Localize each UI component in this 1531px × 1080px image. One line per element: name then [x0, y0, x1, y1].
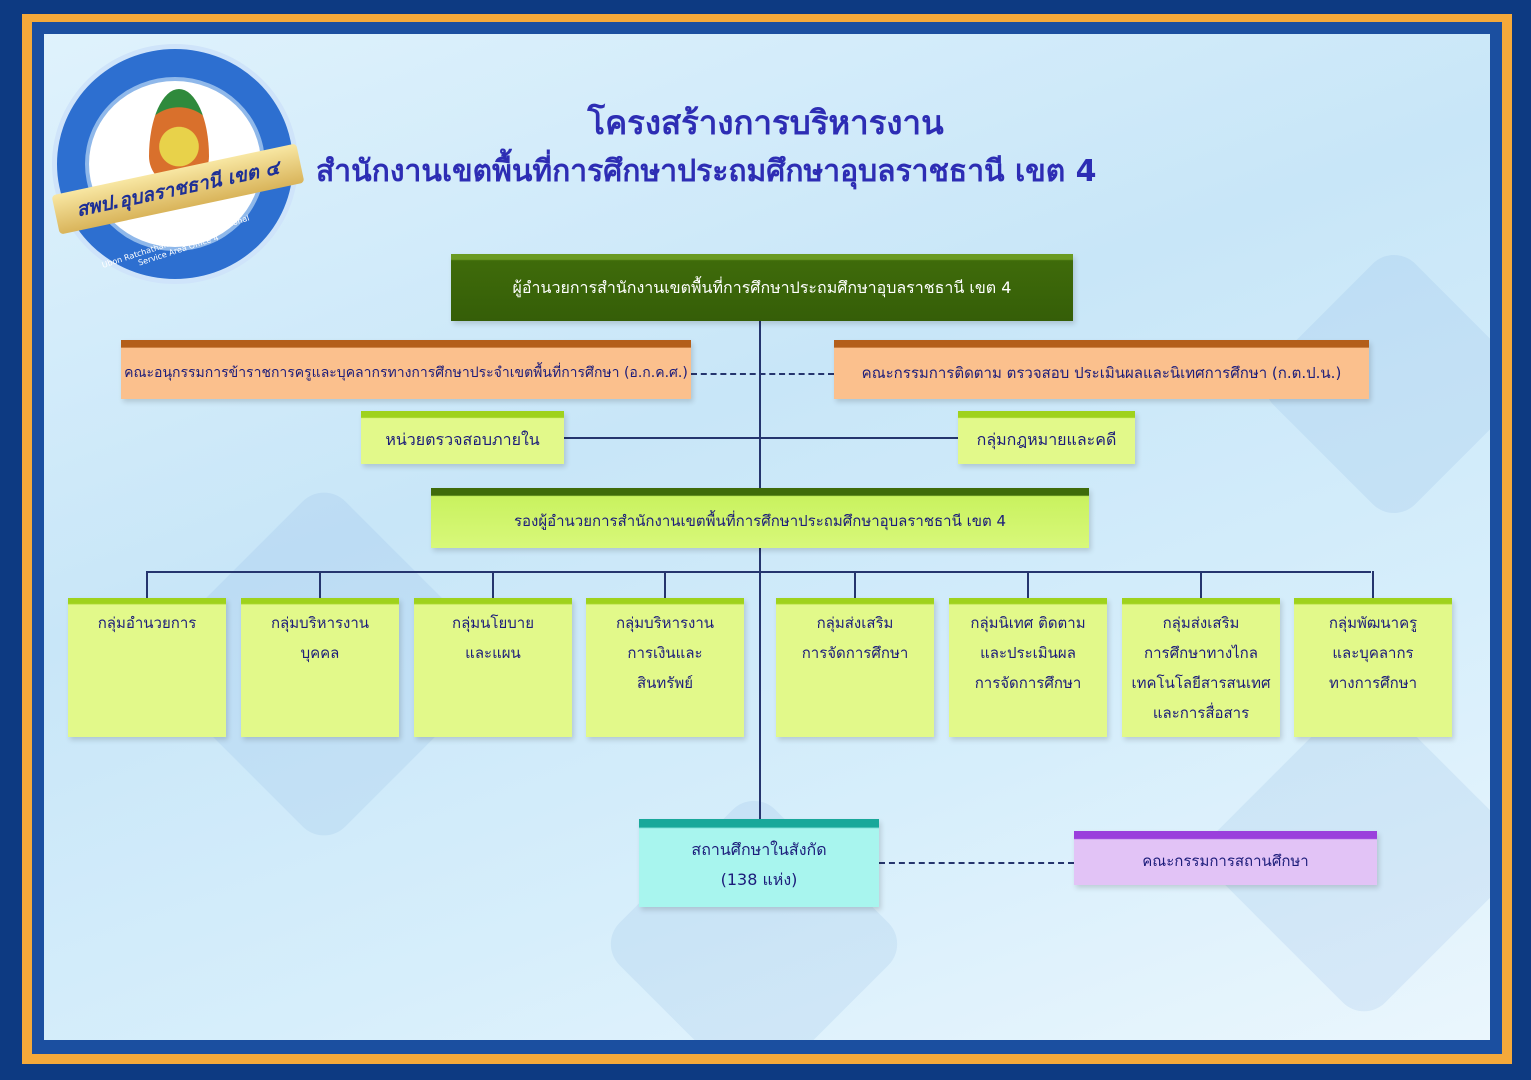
group-label-line: ทางการศึกษา: [1328, 674, 1418, 692]
schools-count: (138 แห่ง): [720, 870, 798, 889]
schools-label: สถานศึกษาในสังกัด: [691, 840, 827, 859]
group-drop-line: [492, 571, 494, 599]
group-label-line: และบุคลากร: [1332, 644, 1414, 662]
group-label-line: การจัดการศึกษา: [801, 644, 909, 662]
group-drop-line: [146, 571, 148, 599]
group-box: กลุ่มนโยบายและแผน: [414, 598, 572, 737]
group-label-line: กลุ่มนิเทศ ติดตาม: [970, 614, 1086, 632]
group-box: กลุ่มส่งเสริมการจัดการศึกษา: [776, 598, 934, 737]
group-box: กลุ่มนิเทศ ติดตามและประเมินผลการจัดการศึ…: [949, 598, 1107, 737]
schools-box: สถานศึกษาในสังกัด (138 แห่ง): [639, 819, 879, 907]
deputy-director-box: รองผู้อำนวยการสำนักงานเขตพื้นที่การศึกษา…: [431, 488, 1089, 548]
group-label-line: สินทรัพย์: [636, 674, 694, 692]
group-drop-line: [1200, 571, 1202, 599]
group-drop-line: [1027, 571, 1029, 599]
main-connector: [759, 320, 761, 820]
committee-box-okks: คณะอนุกรรมการข้าราชการครูและบุคลากรทางกา…: [121, 340, 691, 399]
title-line-1: โครงสร้างการบริหารงาน: [587, 103, 944, 142]
groups-connector: [147, 571, 1371, 573]
group-box: กลุ่มพัฒนาครูและบุคลากรทางการศึกษา: [1294, 598, 1452, 737]
school-board-box: คณะกรรมการสถานศึกษา: [1074, 831, 1377, 885]
group-label-line: การจัดการศึกษา: [974, 674, 1082, 692]
group-drop-line: [319, 571, 321, 599]
group-drop-line: [664, 571, 666, 599]
group-label-line: กลุ่มส่งเสริม: [816, 614, 894, 632]
group-label-line: บุคคล: [300, 644, 340, 662]
units-connector: [564, 437, 958, 439]
group-label-line: และประเมินผล: [980, 644, 1076, 662]
group-label-line: กลุ่มส่งเสริม: [1162, 614, 1240, 632]
internal-audit-box: หน่วยตรวจสอบภายใน: [361, 411, 564, 464]
group-box: กลุ่มส่งเสริมการศึกษาทางไกลเทคโนโลยีสารส…: [1122, 598, 1280, 737]
group-label-line: และแผน: [465, 644, 521, 662]
group-drop-line: [854, 571, 856, 599]
title-line-2: สำนักงานเขตพื้นที่การศึกษาประถมศึกษาอุบล…: [316, 154, 1097, 189]
group-box: กลุ่มบริหารงานบุคคล: [241, 598, 399, 737]
group-label-line: กลุ่มอำนวยการ: [97, 614, 197, 632]
group-label-line: กลุ่มพัฒนาครู: [1328, 614, 1418, 632]
group-label-line: การเงินและ: [627, 644, 703, 662]
director-box: ผู้อำนวยการสำนักงานเขตพื้นที่การศึกษาประ…: [451, 254, 1073, 321]
group-box: กลุ่มอำนวยการ: [68, 598, 226, 737]
group-label-line: และการสื่อสาร: [1152, 704, 1250, 722]
group-label-line: กลุ่มบริหารงาน: [615, 614, 715, 632]
school-board-dashed-link: [879, 862, 1074, 864]
group-box: กลุ่มบริหารงานการเงินและสินทรัพย์: [586, 598, 744, 737]
committee-dashed-link: [691, 373, 834, 375]
group-label-line: กลุ่มบริหารงาน: [270, 614, 370, 632]
office-logo: สพป.อุบลราชธานี เขต ๔ Ubon Ratchathani P…: [51, 44, 305, 284]
group-label-line: กลุ่มนโยบาย: [452, 614, 534, 632]
group-drop-line: [1372, 571, 1374, 599]
committee-box-ktpn: คณะกรรมการติดตาม ตรวจสอบ ประเมินผลและนิเ…: [834, 340, 1369, 399]
group-label-line: การศึกษาทางไกล: [1144, 644, 1258, 662]
group-label-line: เทคโนโลยีสารสนเทศ: [1131, 674, 1271, 692]
legal-group-box: กลุ่มกฎหมายและคดี: [958, 411, 1135, 464]
